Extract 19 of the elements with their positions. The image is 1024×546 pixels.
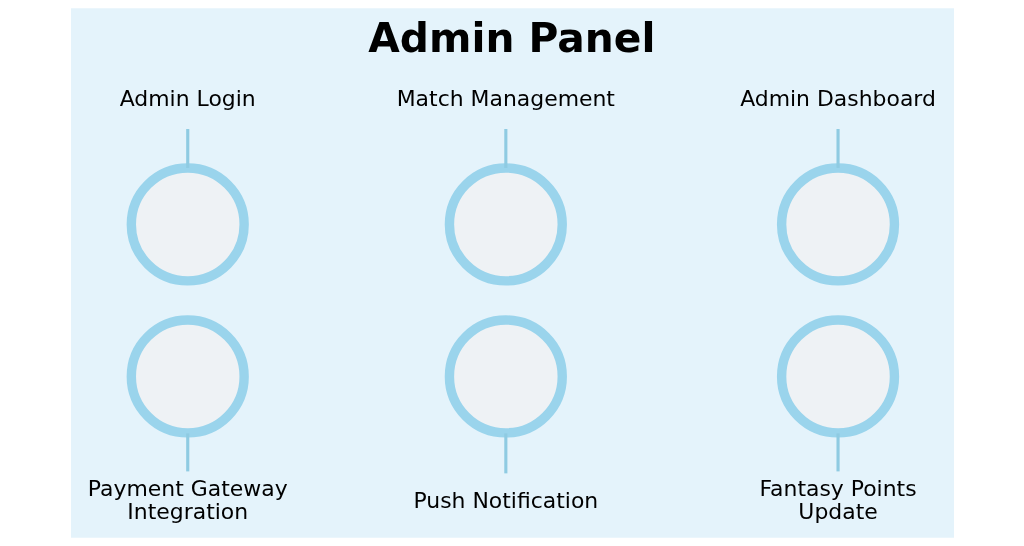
node-text: Match Management [396,86,615,112]
connector [835,129,840,168]
node-circle [776,315,899,438]
node-text: Fantasy Points Update [758,475,917,525]
connector [835,433,840,472]
node-circle [444,315,567,438]
node-circle [126,163,249,286]
connector [185,129,189,168]
connector [503,433,507,474]
node-circle [126,315,249,438]
node-circle [444,163,567,286]
node-text: Admin Login [119,86,256,112]
node-text: Admin Dashboard [739,86,936,112]
node-text: Push Notification [412,487,598,513]
connector [503,129,507,168]
node-circle [776,163,899,286]
node-text: Payment Gateway Integration [87,475,288,525]
diagram-title: Admin Panel [367,13,655,62]
connector [185,433,189,472]
